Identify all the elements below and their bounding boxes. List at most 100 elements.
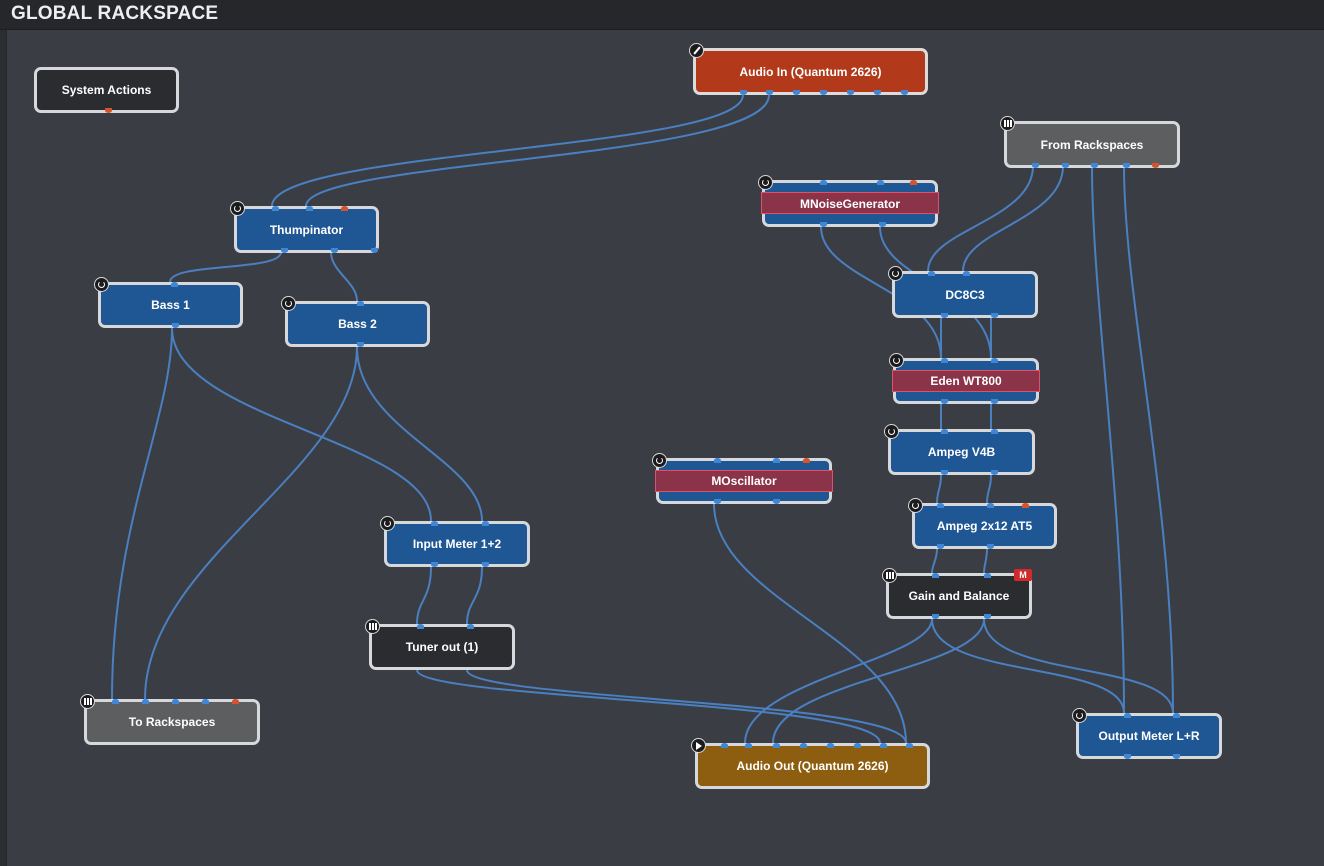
eden-wt800-node[interactable]: Eden WT800 [889, 353, 1040, 404]
knob-icon[interactable] [908, 498, 923, 513]
midi-in-pin[interactable] [910, 180, 917, 185]
knob-icon[interactable] [230, 201, 245, 216]
play-icon[interactable] [691, 738, 706, 753]
knob-icon[interactable] [1072, 708, 1087, 723]
audio-in-pin[interactable] [932, 573, 939, 578]
pen-icon[interactable] [689, 43, 704, 58]
audio-out-pin[interactable] [431, 562, 438, 567]
audio-in-pin[interactable] [854, 743, 861, 748]
audio-in-pin[interactable] [1173, 713, 1180, 718]
knob-icon[interactable] [380, 516, 395, 531]
midi-in-pin[interactable] [803, 458, 810, 463]
audio-in-pin[interactable] [431, 521, 438, 526]
audio-out-pin[interactable] [714, 499, 721, 504]
audio-in-pin[interactable] [142, 699, 149, 704]
midi-in-pin[interactable] [341, 206, 348, 211]
audio-out-pin[interactable] [1032, 163, 1039, 168]
audio-in-pin[interactable] [417, 624, 424, 629]
audio-out-pin[interactable] [941, 399, 948, 404]
midi-out-pin[interactable] [1152, 163, 1159, 168]
audio-out-pin[interactable] [740, 90, 747, 95]
audio-in-pin[interactable] [987, 503, 994, 508]
input-meter-node[interactable]: Input Meter 1+2 [380, 516, 530, 567]
audio-in-pin[interactable] [906, 743, 913, 748]
audio-out-pin[interactable] [1062, 163, 1069, 168]
knob-icon[interactable] [884, 424, 899, 439]
audio-out-pin[interactable] [879, 222, 886, 227]
audio-out-pin[interactable] [991, 313, 998, 318]
audio-in-pin[interactable] [877, 180, 884, 185]
midi-in-pin[interactable] [1022, 503, 1029, 508]
audio-out-pin[interactable] [937, 544, 944, 549]
audio-out-pin[interactable] [482, 562, 489, 567]
audio-out-pin[interactable] [941, 470, 948, 475]
audio-in-pin[interactable] [171, 282, 178, 287]
audio-in-pin[interactable] [467, 624, 474, 629]
audio-in-pin[interactable] [306, 206, 313, 211]
knob-icon[interactable] [652, 453, 667, 468]
audio-in-pin[interactable] [991, 429, 998, 434]
audio-out-node[interactable]: Audio Out (Quantum 2626) [691, 738, 930, 789]
thumpinator-node[interactable]: Thumpinator [230, 201, 379, 253]
audio-out-pin[interactable] [773, 499, 780, 504]
audio-in-pin[interactable] [800, 743, 807, 748]
audio-out-pin[interactable] [991, 470, 998, 475]
faders-icon[interactable] [882, 568, 897, 583]
audio-out-pin[interactable] [847, 90, 854, 95]
audio-out-pin[interactable] [1173, 754, 1180, 759]
audio-out-pin[interactable] [331, 248, 338, 253]
audio-out-pin[interactable] [984, 614, 991, 619]
audio-in-pin[interactable] [721, 743, 728, 748]
audio-out-pin[interactable] [766, 90, 773, 95]
audio-in-pin[interactable] [172, 699, 179, 704]
knob-icon[interactable] [889, 353, 904, 368]
audio-in-pin[interactable] [991, 358, 998, 363]
audio-in-pin[interactable] [880, 743, 887, 748]
audio-out-pin[interactable] [941, 313, 948, 318]
audio-out-pin[interactable] [820, 90, 827, 95]
audio-in-pin[interactable] [202, 699, 209, 704]
system-actions-node[interactable]: System Actions [34, 67, 179, 113]
audio-out-pin[interactable] [932, 614, 939, 619]
audio-in-pin[interactable] [745, 743, 752, 748]
output-meter-node[interactable]: Output Meter L+R [1072, 708, 1222, 759]
bass1-node[interactable]: Bass 1 [94, 277, 243, 328]
audio-out-pin[interactable] [874, 90, 881, 95]
audio-in-pin[interactable] [1124, 713, 1131, 718]
audio-in-pin[interactable] [928, 271, 935, 276]
audio-out-pin[interactable] [172, 323, 179, 328]
audio-in-pin[interactable] [941, 429, 948, 434]
audio-in-pin[interactable] [827, 743, 834, 748]
midi-badge[interactable]: M [1014, 569, 1032, 581]
audio-out-pin[interactable] [820, 222, 827, 227]
mnoisegenerator-node[interactable]: MNoiseGenerator [758, 175, 939, 227]
gain-balance-node[interactable]: M Gain and Balance [882, 568, 1032, 619]
audio-out-pin[interactable] [987, 544, 994, 549]
audio-in-pin[interactable] [357, 301, 364, 306]
audio-out-pin[interactable] [793, 90, 800, 95]
audio-in-pin[interactable] [714, 458, 721, 463]
knob-icon[interactable] [758, 175, 773, 190]
faders-icon[interactable] [80, 694, 95, 709]
audio-in-pin[interactable] [820, 180, 827, 185]
audio-in-pin[interactable] [112, 699, 119, 704]
audio-out-pin[interactable] [1124, 754, 1131, 759]
ampeg-2x12-node[interactable]: Ampeg 2x12 AT5 [908, 498, 1057, 549]
audio-in-node[interactable]: Audio In (Quantum 2626) [689, 43, 928, 95]
audio-out-pin[interactable] [1123, 163, 1130, 168]
moscillator-node[interactable]: MOscillator [652, 453, 833, 504]
midi-in-pin[interactable] [232, 699, 239, 704]
knob-icon[interactable] [94, 277, 109, 292]
audio-out-pin[interactable] [991, 399, 998, 404]
dc8c3-node[interactable]: DC8C3 [888, 266, 1038, 318]
audio-out-pin[interactable] [371, 248, 378, 253]
ampeg-v4b-node[interactable]: Ampeg V4B [884, 424, 1035, 475]
audio-out-pin[interactable] [901, 90, 908, 95]
tuner-out-node[interactable]: Tuner out (1) [365, 619, 515, 670]
audio-in-pin[interactable] [984, 573, 991, 578]
midi-out-pin[interactable] [105, 108, 112, 113]
audio-out-pin[interactable] [357, 342, 364, 347]
faders-icon[interactable] [365, 619, 380, 634]
audio-in-pin[interactable] [941, 358, 948, 363]
audio-in-pin[interactable] [773, 743, 780, 748]
